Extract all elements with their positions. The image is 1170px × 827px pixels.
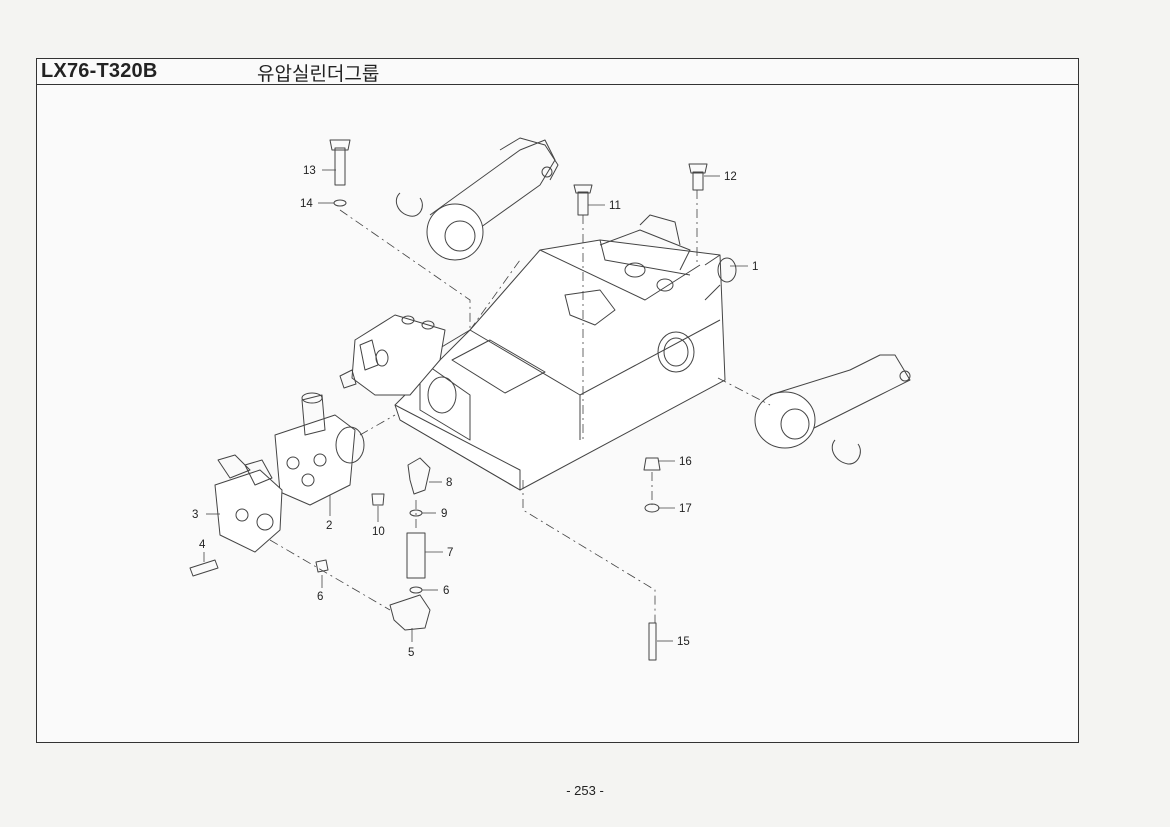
callout-9: 9 bbox=[441, 508, 447, 520]
valve-body bbox=[214, 454, 283, 553]
callout-12: 12 bbox=[724, 171, 737, 183]
callout-4: 4 bbox=[199, 539, 206, 551]
callout-7: 7 bbox=[447, 547, 453, 559]
lower-lift-arm bbox=[754, 354, 911, 465]
leader-lines bbox=[203, 169, 748, 642]
part-group-code: LX76-T320B bbox=[41, 60, 158, 82]
callout-3: 3 bbox=[192, 509, 198, 521]
callout-6a: 6 bbox=[317, 591, 323, 603]
callout-13: 13 bbox=[303, 165, 316, 177]
control-valve bbox=[274, 392, 365, 506]
callout-17: 17 bbox=[679, 503, 692, 515]
callout-10: 10 bbox=[372, 526, 385, 538]
callout-15: 15 bbox=[677, 636, 690, 648]
page-number: - 253 - bbox=[566, 783, 604, 798]
callout-5: 5 bbox=[408, 647, 414, 659]
callout-16: 16 bbox=[679, 456, 692, 468]
callout-14: 14 bbox=[300, 198, 313, 210]
callout-6b: 6 bbox=[443, 585, 449, 597]
part-group-title: 유압실린더그룹 bbox=[257, 63, 380, 85]
upper-lift-arm bbox=[395, 137, 559, 261]
auxiliary-valve-block bbox=[339, 314, 446, 396]
fittings bbox=[189, 139, 708, 661]
header-bar: LX76-T320B 유압실린더그룹 bbox=[37, 59, 1078, 85]
part-callouts: 1 2 3 4 5 6 6 7 8 9 10 11 12 13 14 15 16… bbox=[192, 165, 758, 659]
callout-2: 2 bbox=[326, 520, 332, 532]
callout-1: 1 bbox=[752, 261, 758, 273]
hydraulic-cylinder-housing bbox=[394, 214, 737, 491]
callout-8: 8 bbox=[446, 477, 452, 489]
assembly-lines bbox=[269, 190, 771, 623]
callout-11: 11 bbox=[609, 200, 621, 212]
